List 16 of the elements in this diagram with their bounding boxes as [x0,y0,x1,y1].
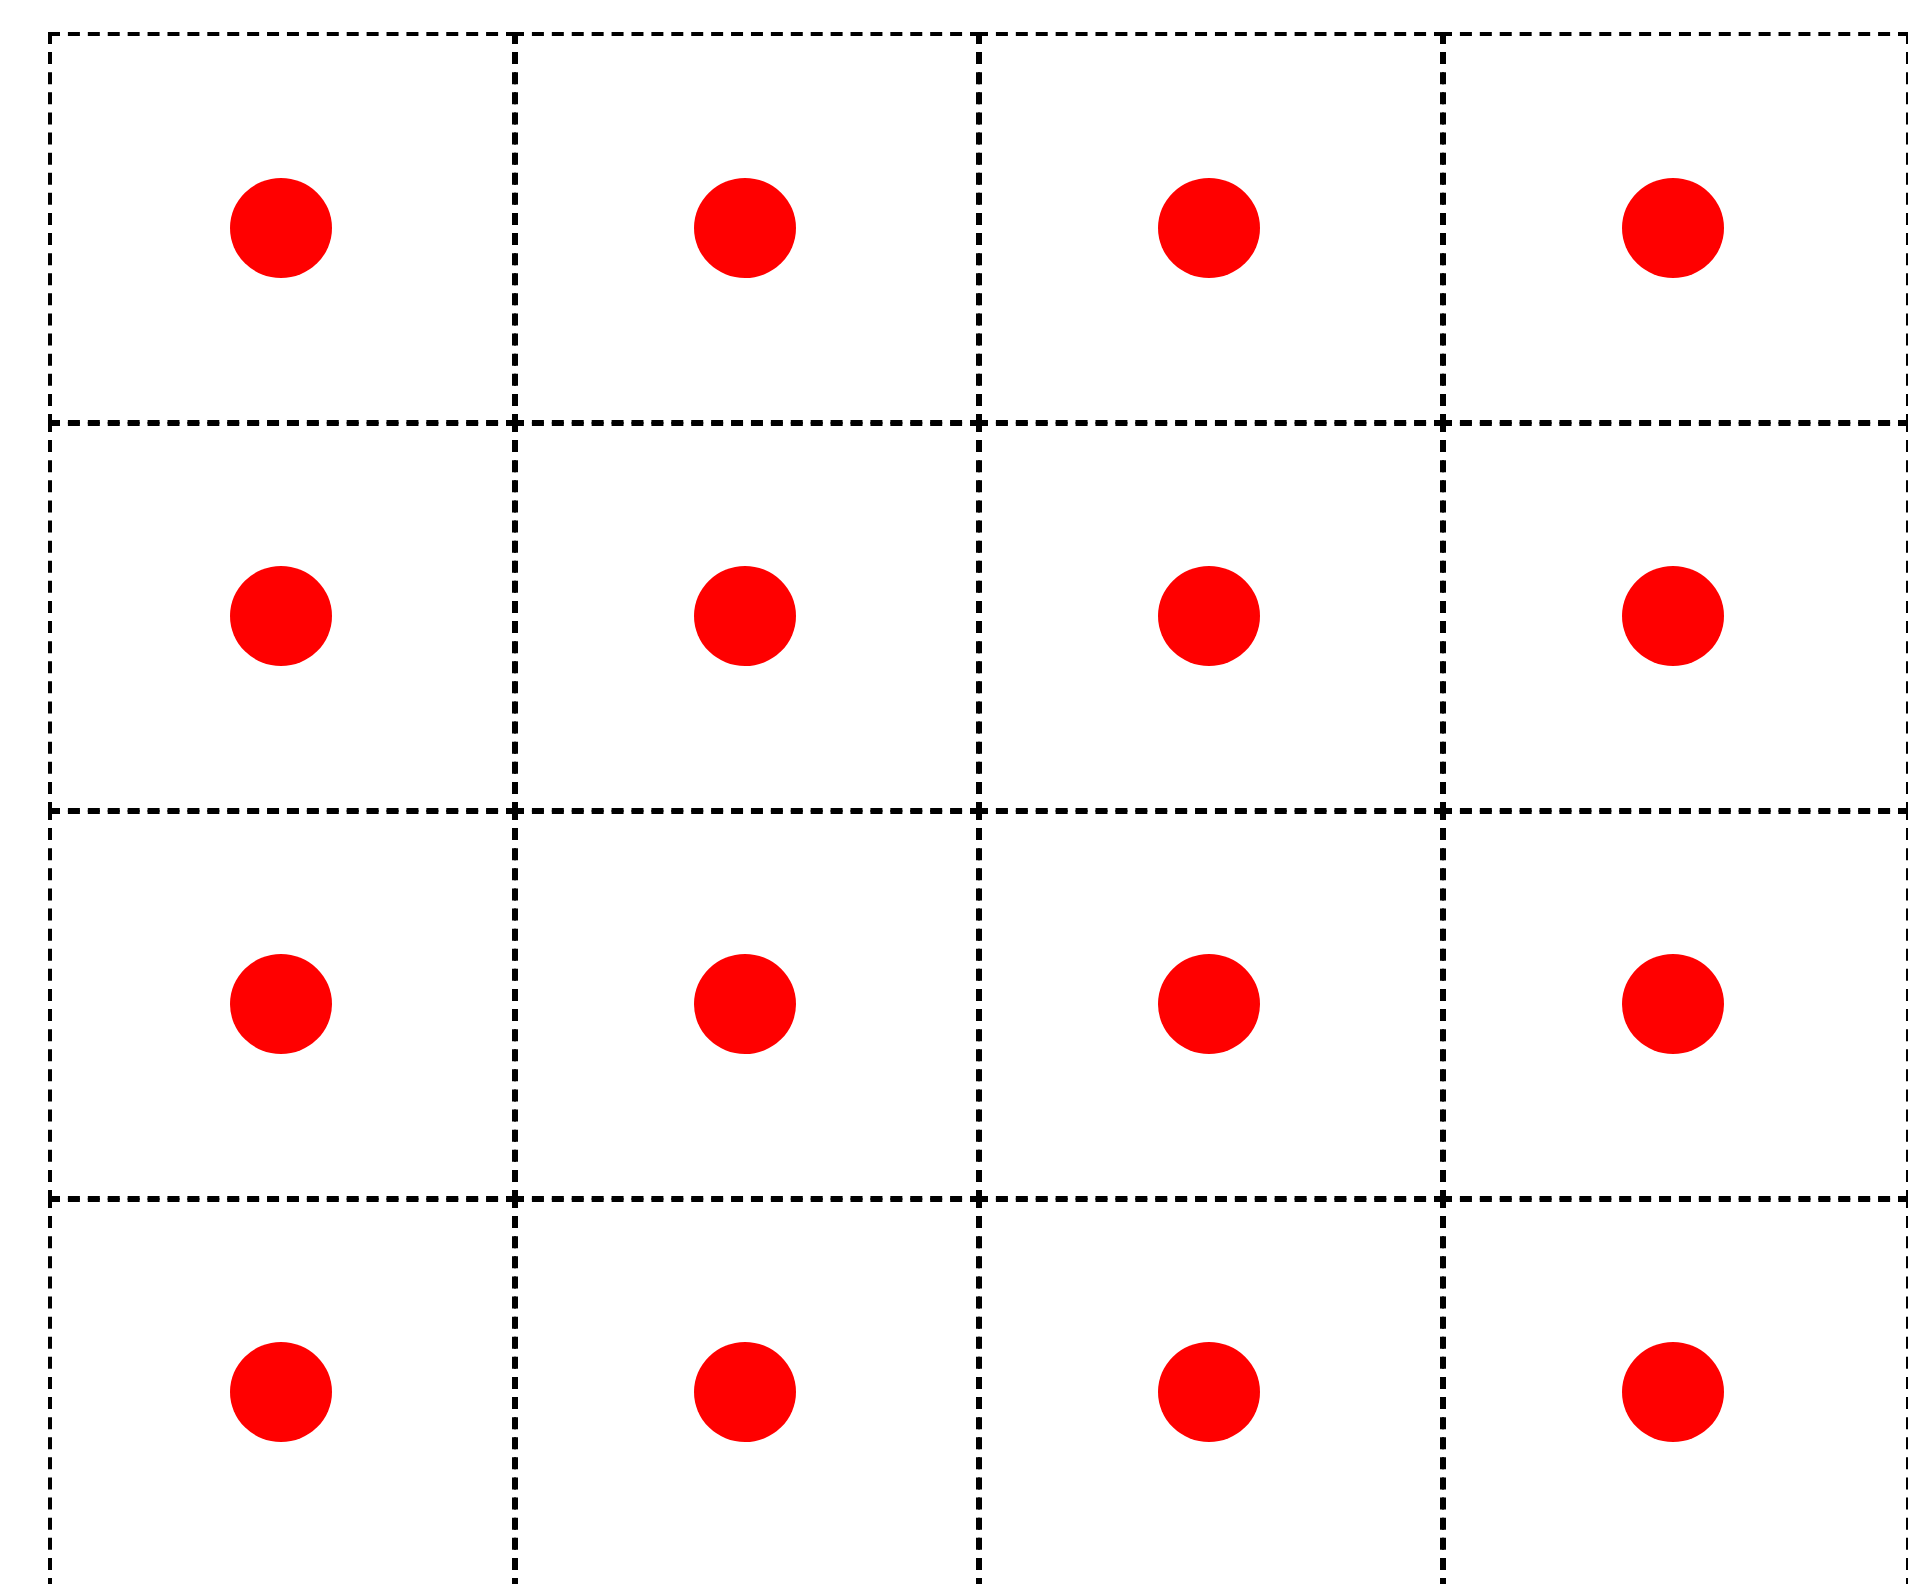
dashed-cell [48,1196,517,1584]
dashed-cell [512,32,981,425]
dashed-cell [976,420,1445,813]
dashed-cell [512,808,981,1201]
dashed-cell [1440,32,1908,425]
dashed-cell [976,32,1445,425]
dashed-cell [48,420,517,813]
dashed-cell [512,1196,981,1584]
dashed-cell [976,1196,1445,1584]
dashed-cell [512,420,981,813]
dashed-cell [1440,808,1908,1201]
dashed-cell [48,808,517,1201]
dashed-cell [1440,420,1908,813]
dashed-cell [1440,1196,1908,1584]
dashed-cell [976,808,1445,1201]
dashed-cell [48,32,517,425]
